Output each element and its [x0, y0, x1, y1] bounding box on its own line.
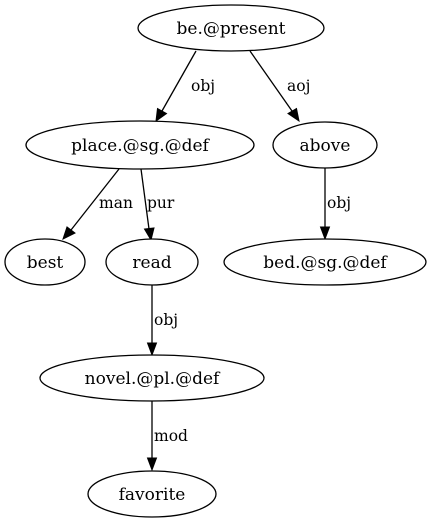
- node-label: novel.@pl.@def: [85, 369, 221, 389]
- node-bed: bed.@sg.@def: [223, 238, 427, 286]
- edge-label-obj: obj: [154, 311, 178, 329]
- edge-line: [70, 168, 120, 231]
- node-label: place.@sg.@def: [71, 136, 210, 156]
- node-ellipse: [105, 238, 199, 286]
- edge-place-to-best: man: [62, 168, 133, 240]
- edge-label-obj: obj: [327, 194, 351, 212]
- arrow-head: [146, 457, 158, 472]
- edge-be-to-above: aoj: [249, 50, 310, 123]
- node-label: best: [27, 253, 64, 273]
- node-label: above: [300, 136, 351, 156]
- edge-place-to-read: pur: [140, 168, 175, 242]
- node-ellipse: [4, 238, 86, 286]
- node-ellipse: [39, 354, 265, 402]
- node-favorite: favorite: [87, 470, 217, 518]
- arrow-head: [155, 107, 168, 123]
- node-ellipse: [25, 120, 255, 170]
- edge-be-to-place: obj: [155, 50, 215, 123]
- edge-label-man: man: [99, 194, 133, 212]
- edge-line: [140, 168, 150, 230]
- edge-line: [161, 50, 197, 112]
- node-ellipse: [272, 121, 378, 169]
- edge-line: [249, 50, 293, 112]
- edge-label-mod: mod: [154, 427, 188, 445]
- arrow-head: [143, 227, 155, 242]
- node-above: above: [272, 121, 378, 169]
- edge-above-to-bed: obj: [319, 168, 351, 241]
- node-be-present: be.@present: [137, 4, 325, 52]
- node-label: be.@present: [177, 19, 286, 39]
- node-label: read: [132, 253, 171, 273]
- node-label: favorite: [119, 485, 186, 505]
- edge-label-pur: pur: [147, 194, 175, 212]
- arrow-head: [62, 226, 76, 240]
- arrow-head: [319, 226, 331, 241]
- node-ellipse: [137, 4, 325, 52]
- node-best: best: [4, 238, 86, 286]
- arrow-head: [287, 107, 300, 123]
- edge-label-obj: obj: [191, 77, 215, 95]
- edge-read-to-novel: obj: [146, 285, 178, 357]
- node-place: place.@sg.@def: [25, 120, 255, 170]
- edge-label-aoj: aoj: [287, 77, 310, 95]
- node-label: bed.@sg.@def: [263, 253, 388, 273]
- node-ellipse: [223, 238, 427, 286]
- edge-novel-to-favorite: mod: [146, 401, 188, 472]
- arrow-head: [146, 342, 158, 357]
- node-novel: novel.@pl.@def: [39, 354, 265, 402]
- node-ellipse: [87, 470, 217, 518]
- node-read: read: [105, 238, 199, 286]
